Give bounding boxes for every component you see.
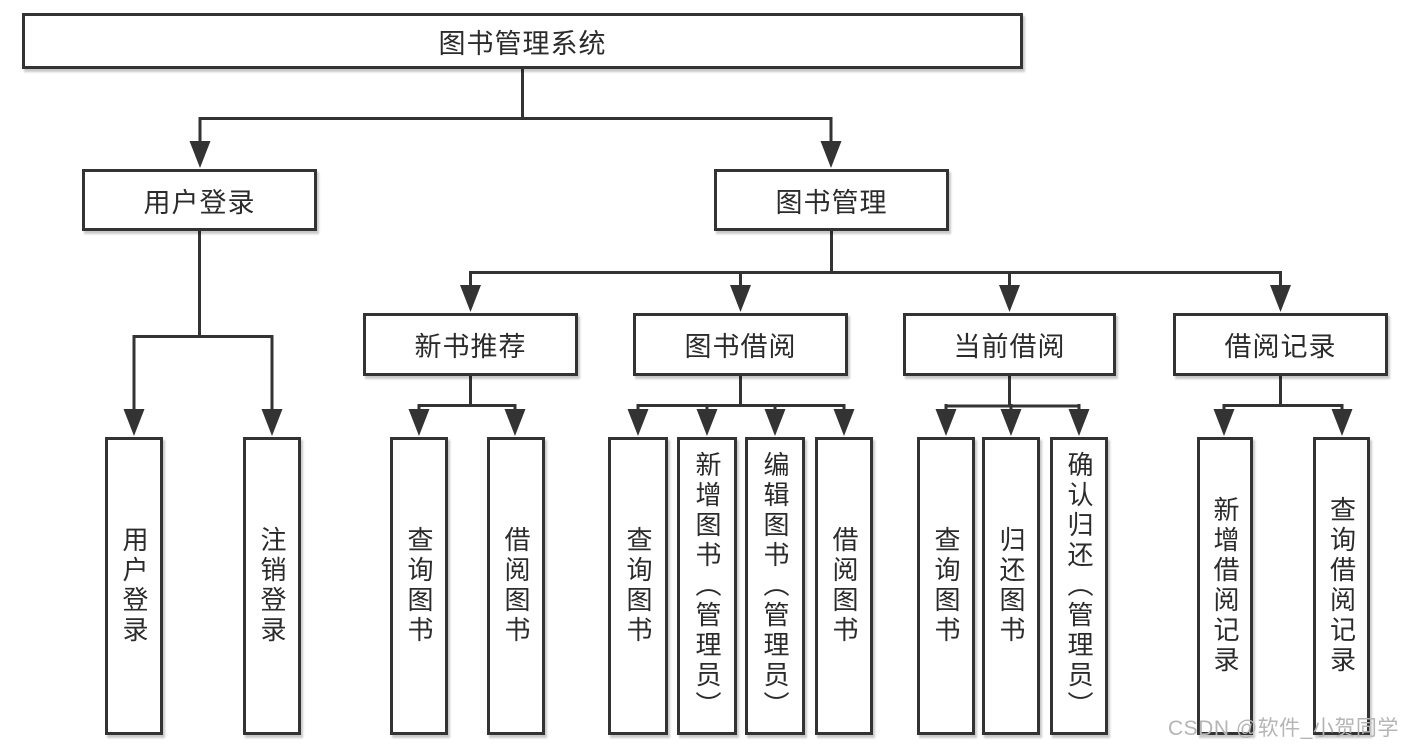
node-leaf-borrow-books-1: 借阅图书 [487,437,545,735]
node-book-borrow: 图书借阅 [633,313,848,376]
node-label: 用户登录 [119,526,149,646]
node-label: 编辑图书（管理员） [760,451,790,721]
node-label: 查询图书 [404,526,434,646]
node-leaf-add-borrow-record: 新增借阅记录 [1197,437,1253,735]
node-current-borrow: 当前借阅 [903,313,1116,376]
node-new-book-recommend: 新书推荐 [363,313,578,376]
node-leaf-logout: 注销登录 [243,437,301,735]
node-user-login-module: 用户登录 [82,169,317,231]
node-leaf-borrow-books-2: 借阅图书 [815,437,873,735]
node-book-management-module: 图书管理 [714,169,949,231]
node-label: 查询图书 [623,526,653,646]
connector-paths [132,69,1344,420]
node-borrow-record: 借阅记录 [1173,313,1388,376]
node-label: 新增借阅记录 [1210,496,1240,676]
node-leaf-add-book-admin: 新增图书（管理员） [677,437,737,735]
node-leaf-user-login: 用户登录 [105,437,163,735]
node-label: 借阅图书 [829,526,859,646]
node-leaf-query-books-2: 查询图书 [608,437,668,735]
node-leaf-confirm-return-admin: 确认归还（管理员） [1050,437,1108,735]
node-label: 查询图书 [931,526,961,646]
node-leaf-return-book: 归还图书 [982,437,1040,735]
node-label: 新增图书（管理员） [692,451,722,721]
node-label: 查询借阅记录 [1326,496,1357,676]
node-label: 归还图书 [996,526,1026,646]
arrowheads [123,141,1353,436]
node-label: 借阅图书 [501,526,531,646]
node-leaf-query-books-1: 查询图书 [390,437,448,735]
node-root-system: 图书管理系统 [22,13,1023,69]
node-leaf-edit-book-admin: 编辑图书（管理员） [745,437,805,735]
node-leaf-query-borrow-record: 查询借阅记录 [1313,437,1370,735]
node-leaf-query-books-3: 查询图书 [917,437,975,735]
node-label: 注销登录 [257,526,287,646]
node-label: 确认归还（管理员） [1064,451,1094,721]
